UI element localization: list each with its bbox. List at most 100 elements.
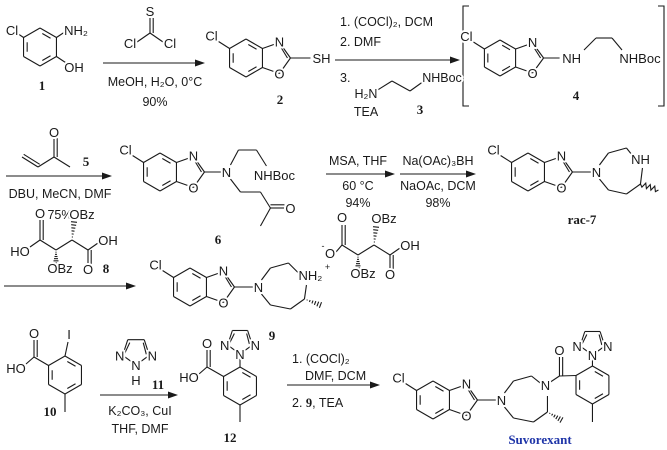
ring-bond bbox=[223, 366, 241, 377]
bond bbox=[198, 366, 208, 375]
step-8-line-1: 1. (COCl)₂ bbox=[292, 352, 350, 366]
compound-9-charge: + bbox=[325, 262, 330, 272]
ring-bond bbox=[48, 384, 66, 395]
bond bbox=[14, 31, 24, 38]
ring-bond bbox=[159, 181, 177, 192]
bond bbox=[206, 270, 224, 279]
ring-bond bbox=[64, 355, 82, 366]
bond bbox=[270, 262, 289, 269]
compound-12-triazole-n2: N bbox=[235, 347, 244, 362]
bond bbox=[303, 284, 307, 300]
bond bbox=[341, 244, 359, 256]
bond bbox=[223, 271, 235, 288]
bond bbox=[193, 156, 205, 173]
tartrate-carbonyl-o-top: O bbox=[337, 210, 347, 225]
thiophosgene-s: S bbox=[146, 4, 155, 19]
tartrate-carbonyl-o-bottom: O bbox=[385, 267, 395, 282]
compound-7-oxazole-n: N bbox=[557, 149, 566, 164]
bond bbox=[608, 189, 627, 195]
bond bbox=[500, 155, 512, 163]
bond bbox=[279, 57, 291, 74]
compound-10-ho: HO bbox=[6, 361, 26, 376]
compound-4-nhboc: NHBoc bbox=[619, 51, 661, 66]
ring-double-bond bbox=[67, 383, 76, 389]
bond bbox=[409, 80, 425, 92]
ring-bond bbox=[527, 152, 545, 163]
bond bbox=[279, 42, 291, 59]
reagent-8-oh: OH bbox=[98, 233, 118, 248]
bond bbox=[176, 155, 194, 164]
bond bbox=[261, 293, 271, 306]
ring-double-bond bbox=[435, 408, 444, 414]
compound-7-label: rac-7 bbox=[568, 212, 597, 227]
ring-bond bbox=[143, 152, 161, 163]
hashed-bond bbox=[308, 299, 311, 303]
bond bbox=[513, 375, 532, 382]
hashed-bond bbox=[71, 224, 77, 226]
compound-9-nh2: NH₂ bbox=[299, 268, 323, 283]
compound-9-oxazole-n: N bbox=[219, 264, 228, 279]
compound-7-n: N bbox=[592, 165, 601, 180]
ring-bond bbox=[39, 27, 57, 38]
ring-bond bbox=[239, 395, 257, 406]
compound-6-ketone-o: O bbox=[285, 201, 295, 216]
bond bbox=[504, 380, 514, 394]
compound-6-oxazole-n: N bbox=[189, 149, 198, 164]
step-5-reagents: Na(OAc)₃BH bbox=[402, 154, 473, 168]
step-1-yield: 90% bbox=[142, 95, 167, 109]
ring-bond bbox=[245, 38, 263, 49]
ring-bond bbox=[245, 67, 263, 78]
ring-bond bbox=[432, 409, 450, 420]
hashed-bond bbox=[559, 417, 564, 423]
step-2-line-1: 1. (COCl)₂, DCM bbox=[340, 15, 433, 29]
compound-2-oxazole-o: O bbox=[274, 67, 284, 82]
arrow-step-4-head bbox=[385, 170, 395, 178]
reagent-8-label: 8 bbox=[103, 261, 110, 276]
ring-bond bbox=[23, 56, 41, 67]
line3-prefix: 2. bbox=[292, 396, 306, 410]
bracket-left bbox=[462, 5, 469, 107]
double-bond bbox=[466, 388, 475, 401]
step-2-line-2: 2. DMF bbox=[340, 35, 381, 49]
ring-bond bbox=[189, 267, 207, 278]
bond bbox=[533, 411, 548, 423]
compound-12-triazole-n3: N bbox=[251, 338, 260, 353]
ring-bond bbox=[511, 181, 529, 192]
compound-6-n: N bbox=[222, 165, 231, 180]
compound-2-oxazole-n: N bbox=[275, 35, 284, 50]
bond bbox=[261, 267, 271, 281]
ring-double-bond bbox=[248, 66, 257, 72]
line3-ref: 9 bbox=[306, 396, 312, 410]
compound-10-carbonyl-o: O bbox=[29, 326, 39, 341]
compound-12-triazole-n1: N bbox=[220, 338, 229, 353]
ring-double-bond bbox=[162, 180, 171, 186]
bond bbox=[544, 180, 562, 189]
ring-bond bbox=[511, 152, 529, 163]
bond bbox=[504, 406, 514, 419]
step-4-yield: 94% bbox=[345, 196, 370, 210]
thiophosgene-cl-left: Cl bbox=[124, 36, 136, 51]
double-bond bbox=[229, 333, 235, 344]
compound-9-n: N bbox=[254, 280, 263, 295]
bond bbox=[55, 239, 73, 251]
double-bond bbox=[533, 46, 542, 59]
reagent-11-n-right: N bbox=[148, 348, 157, 363]
compound-12-label: 12 bbox=[224, 430, 237, 445]
arrow-step-7-head bbox=[168, 391, 178, 399]
ring-bond bbox=[575, 394, 593, 405]
compound-1-label: 1 bbox=[39, 78, 46, 93]
bond bbox=[466, 384, 478, 401]
arrow-step-3-head bbox=[102, 172, 112, 180]
compound-9-label: 9 bbox=[269, 328, 276, 343]
reagent-11-h: H bbox=[131, 373, 140, 388]
bond bbox=[29, 239, 41, 248]
suvorexant-chloro: Cl bbox=[392, 371, 404, 386]
ring-bond bbox=[599, 331, 606, 347]
ring-double-bond bbox=[248, 44, 257, 50]
ring-bond bbox=[159, 152, 177, 163]
wavy-bond bbox=[639, 181, 659, 193]
compound-6-chloro: Cl bbox=[119, 143, 131, 158]
step-7-line-1: K₂CO₃, CuI bbox=[108, 404, 171, 418]
hashed-bond bbox=[318, 301, 323, 309]
